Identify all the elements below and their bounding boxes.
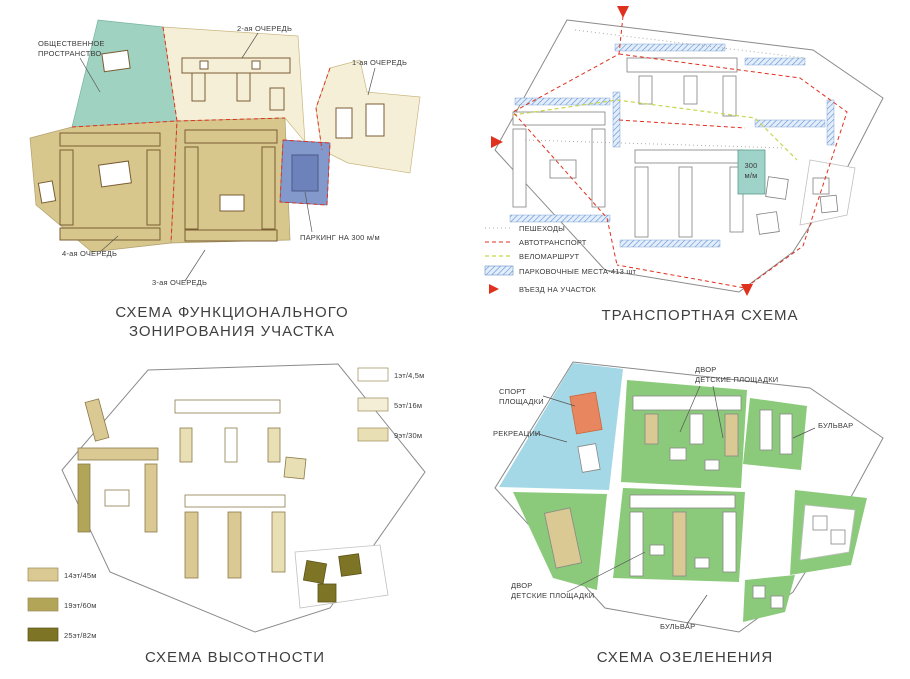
sport-label: ПЛОЩАДКИ — [499, 397, 544, 406]
yard-top-label: ДЕТСКИЕ ПЛОЩАДКИ — [695, 375, 778, 384]
sport-label: СПОРТ — [499, 387, 526, 396]
white-building — [98, 160, 132, 188]
legend-entry-swatch — [489, 284, 499, 294]
entry-triangle-left — [491, 136, 503, 148]
parking-300-label: 300 — [744, 161, 757, 170]
heights-scheme-panel: 1эт/4,5м 5эт/16м 9эт/30м 14эт/45м 19эт/6… — [27, 363, 426, 666]
zone-green-bottom — [743, 575, 795, 622]
greening-title: СХЕМА ОЗЕЛЕНЕНИЯ — [597, 649, 774, 666]
legend-swatch-5fl — [357, 397, 389, 412]
sport-ground — [569, 391, 603, 435]
zoning-buildings — [37, 49, 385, 242]
greening-leader-lines — [534, 385, 816, 625]
boulevard-bottom-label: БУЛЬВАР — [660, 622, 695, 631]
yard-bottom-label: ДВОР — [511, 581, 532, 590]
svg-text:ВЪЕЗД НА УЧАСТОК: ВЪЕЗД НА УЧАСТОК — [519, 285, 596, 294]
legend-swatch-1fl — [357, 367, 389, 382]
heights-legend-low: 1эт/4,5м 5эт/16м 9эт/30м — [357, 367, 425, 442]
car-routes-dashed — [512, 15, 848, 289]
legend-swatch-14fl — [27, 567, 59, 582]
entry-triangle-top — [617, 6, 629, 18]
parking-label: ПАРКИНГ НА 300 м/м — [300, 233, 380, 242]
height-buildings — [77, 398, 389, 609]
transport-scheme-panel: 300 м/м ПЕШЕХОДЫ АВТОТРАНСПОРТ ВЕЛОМАРШР… — [484, 6, 884, 324]
court-outline — [799, 504, 856, 561]
heights-title: СХЕМА ВЫСОТНОСТИ — [145, 649, 325, 666]
zoning-scheme-panel: ОБЩЕСТВЕННОЕ ПРОСТРАНСТВО 2-ая ОЧЕРЕДЬ 1… — [29, 19, 421, 340]
zoning-title: СХЕМА ФУНКЦИОНАЛЬНОГО — [115, 304, 348, 321]
yard-bottom-label: ДЕТСКИЕ ПЛОЩАДКИ — [511, 591, 594, 600]
greening-labels: СПОРТ ПЛОЩАДКИ РЕКРЕАЦИИ ДВОР ДЕТСКИЕ ПЛ… — [493, 365, 853, 631]
heights-legend-high: 14эт/45м 19эт/60м 25эт/82м — [27, 567, 97, 642]
transport-buildings — [512, 57, 856, 238]
zone-public-space — [71, 19, 178, 128]
legend-parking-swatch — [484, 265, 514, 276]
public-space-label: ПРОСТРАНСТВО — [38, 49, 101, 58]
svg-text:19эт/60м: 19эт/60м — [64, 601, 97, 610]
boulevard-right-label: БУЛЬВАР — [818, 421, 853, 430]
phase4-label: 4-ая ОЧЕРЕДЬ — [62, 249, 117, 258]
svg-text:ПЕШЕХОДЫ: ПЕШЕХОДЫ — [519, 224, 565, 233]
site-entry-triangles — [491, 6, 753, 296]
svg-text:14эт/45м: 14эт/45м — [64, 571, 97, 580]
recreation-label: РЕКРЕАЦИИ — [493, 429, 541, 438]
white-building — [219, 194, 245, 212]
legend-swatch-9fl — [357, 427, 389, 442]
greening-scheme-panel: СПОРТ ПЛОЩАДКИ РЕКРЕАЦИИ ДВОР ДЕТСКИЕ ПЛ… — [493, 361, 884, 666]
svg-text:5эт/16м: 5эт/16м — [394, 401, 422, 410]
legend-swatch-25fl — [27, 627, 59, 642]
public-space-label: ОБЩЕСТВЕННОЕ — [38, 39, 105, 48]
parking-300-block — [737, 149, 766, 195]
zone-green-right-upper — [743, 398, 807, 470]
phase2-label: 2-ая ОЧЕРЕДЬ — [237, 24, 292, 33]
entry-triangle-bottom — [741, 284, 753, 296]
pedestrian-routes-dotted — [524, 29, 806, 149]
zoning-labels: ОБЩЕСТВЕННОЕ ПРОСТРАНСТВО 2-ая ОЧЕРЕДЬ 1… — [38, 24, 407, 287]
yard-top-label: ДВОР — [695, 365, 716, 374]
svg-text:АВТОТРАНСПОРТ: АВТОТРАНСПОРТ — [519, 238, 587, 247]
white-building — [101, 49, 131, 73]
transport-title: ТРАНСПОРТНАЯ СХЕМА — [601, 307, 798, 324]
phase3-label: 3-ая ОЧЕРЕДЬ — [152, 278, 207, 287]
greening-buildings — [543, 395, 856, 609]
zoning-title: ЗОНИРОВАНИЯ УЧАСТКА — [129, 323, 335, 340]
parking-300-label: м/м — [745, 171, 758, 180]
svg-text:ВЕЛОМАРШРУТ: ВЕЛОМАРШРУТ — [519, 252, 579, 261]
svg-text:9эт/30м: 9эт/30м — [394, 431, 422, 440]
parking-deck — [291, 154, 319, 192]
legend-swatch-19fl — [27, 597, 59, 612]
zoning-phase-boundaries-dashed — [71, 26, 331, 244]
bike-route-dashed — [512, 99, 798, 161]
svg-text:ПАРКОВОЧНЫЕ МЕСТА-413 шт: ПАРКОВОЧНЫЕ МЕСТА-413 шт — [519, 267, 637, 276]
svg-text:1эт/4,5м: 1эт/4,5м — [394, 371, 425, 380]
svg-text:25эт/82м: 25эт/82м — [64, 631, 97, 640]
phase1-label: 1-ая ОЧЕРЕДЬ — [352, 58, 407, 67]
white-building — [37, 180, 57, 204]
transport-legend: ПЕШЕХОДЫ АВТОТРАНСПОРТ ВЕЛОМАРШРУТ ПАРКО… — [484, 224, 637, 294]
zoning-leader-lines — [79, 32, 376, 282]
